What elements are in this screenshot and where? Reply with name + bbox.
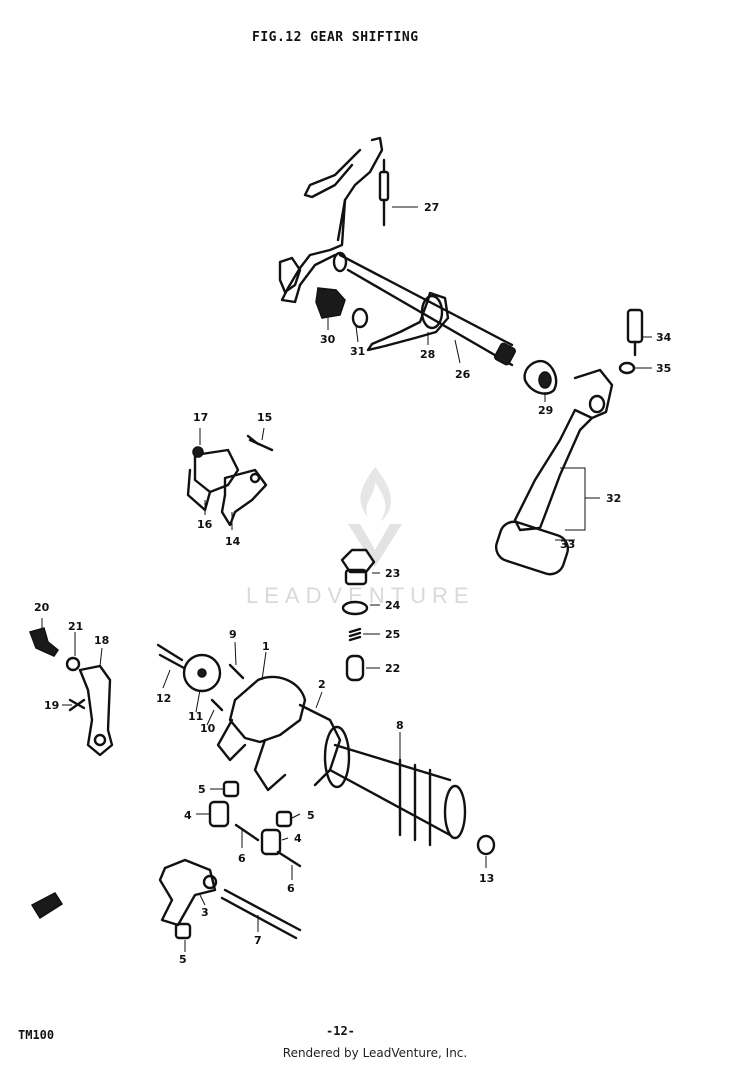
callout-19: 19 [44,699,59,712]
callout-17: 17 [193,411,208,424]
callout-20: 20 [34,601,50,614]
callout-27: 27 [424,201,439,214]
callout-32: 32 [606,492,621,505]
shift-shaft-assembly [278,136,558,395]
callout-3: 3 [201,906,209,919]
page-number: -12- [326,1024,355,1038]
plug-spring-assembly [340,548,376,682]
callout-33: 33 [560,538,575,551]
callout-11: 11 [188,710,203,723]
shift-cam-and-forks [158,675,496,940]
watermark-logo-icon [348,467,402,567]
direction-arrow-icon [30,892,64,920]
callout-13: 13 [479,872,494,885]
callout-16: 16 [197,518,213,531]
callout-23: 23 [385,567,400,580]
callout-2: 2 [318,678,326,691]
callout-5a: 5 [198,783,206,796]
callout-9: 9 [229,628,237,641]
callout-7: 7 [254,934,262,947]
callout-leaders [41,206,652,952]
callout-12: 12 [156,692,171,705]
callout-8: 8 [396,719,404,732]
callout-24: 24 [385,599,401,612]
callout-22: 22 [385,662,400,675]
callout-25: 25 [385,628,400,641]
callout-1: 1 [262,640,270,653]
callout-21: 21 [68,620,83,633]
callout-31: 31 [350,345,365,358]
gear-shift-lever [494,308,644,576]
callout-34: 34 [656,331,672,344]
callout-10: 10 [200,722,216,735]
callout-14: 14 [225,535,241,548]
callout-15: 15 [257,411,272,424]
callout-4b: 4 [294,832,302,845]
cam-driven-gear-assembly [156,643,245,712]
callout-29: 29 [538,404,553,417]
callout-5c: 5 [179,953,187,966]
stopper-lever-assembly [29,627,114,757]
callout-28: 28 [420,348,435,361]
callout-35: 35 [656,362,671,375]
watermark-text: LEADVENTURE [246,583,475,608]
callout-30: 30 [320,333,336,346]
callout-5b: 5 [307,809,315,822]
callout-4a: 4 [184,809,192,822]
callout-labels: 27 30 31 28 26 29 34 35 17 15 16 14 32 3… [34,201,672,966]
bracket-assembly [186,434,274,527]
callout-6b: 6 [287,882,295,895]
callout-18: 18 [94,634,109,647]
callout-26: 26 [455,368,471,381]
footer-credit: Rendered by LeadVenture, Inc. [282,1046,468,1060]
callout-6a: 6 [238,852,246,865]
figure-title: FIG.12 GEAR SHIFTING [252,30,419,45]
model-code: TM100 [18,1028,55,1042]
